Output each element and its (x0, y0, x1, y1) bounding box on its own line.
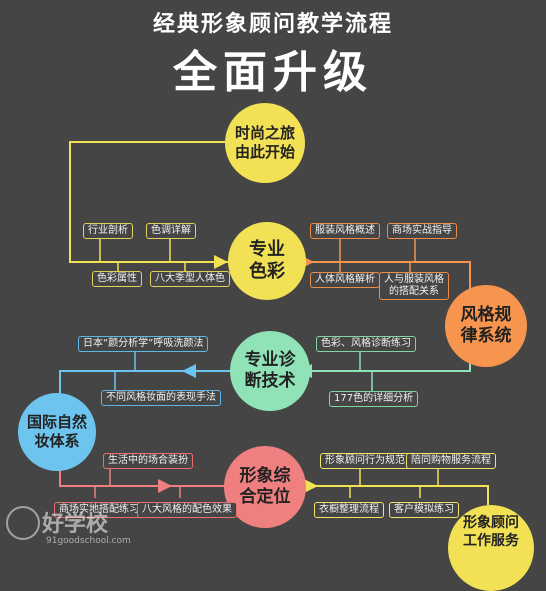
tag-color-diag: 色彩、风格诊断练习 (316, 336, 416, 352)
diagram: 经典形象顾问教学流程 全面升级 (6, 12, 534, 591)
tag-shopping: 陪同购物服务流程 (406, 453, 496, 469)
connector-start-to-color (69, 141, 225, 263)
watermark-logo-icon (6, 506, 40, 540)
watermark-text: 好学校 (42, 512, 109, 537)
node-image: 形象综 合定位 (224, 446, 306, 528)
tag-behavior: 形象顾问行为规范 (320, 453, 410, 469)
arrow-to-image (158, 479, 172, 493)
tag-industry: 行业剖析 (83, 223, 133, 239)
tag-face-makeup: 不同风格妆面的表现手法 (101, 390, 221, 406)
tag-japan: 日本“颜分析学”呼吸洗颜法 (78, 336, 209, 352)
connector-color-to-style (290, 261, 471, 290)
connector-image-to-service (300, 485, 489, 505)
connector-style-to-diagnosis (300, 350, 471, 372)
node-start: 时尚之旅 由此开始 (225, 103, 305, 183)
tag-mall-practice: 商场实战指导 (387, 223, 457, 239)
tag-detail-177: 177色的详细分析 (329, 391, 419, 407)
arrow-to-color (214, 255, 228, 269)
subtitle: 经典形象顾问教学流程 (152, 12, 393, 37)
tag-body-style: 人体风格解析 (310, 272, 380, 288)
tag-wardrobe: 衣橱整理流程 (314, 502, 384, 518)
tag-clothing-match: 人与服装风格 的搭配关系 (379, 272, 449, 300)
tag-life-outfit: 生活中的场合装扮 (103, 453, 193, 469)
arrow-to-makeup (182, 364, 196, 378)
arrow-to-service (304, 479, 318, 493)
node-style: 风格规 律系统 (445, 285, 527, 367)
tag-tone: 色调详解 (146, 223, 196, 239)
tag-clothing-style: 服装风格概述 (310, 223, 380, 239)
node-service: 形象顾问 工作服务 (448, 505, 534, 591)
connector-diagnosis-to-makeup (59, 370, 240, 395)
watermark-url: 91goodschool.com (46, 536, 131, 546)
tag-eight-color: 八大风格的配色效果 (137, 502, 237, 518)
tag-color-attr: 色彩属性 (92, 271, 142, 287)
node-color: 专业 色彩 (228, 222, 306, 300)
tag-simulation: 客户模拟练习 (389, 502, 459, 518)
tag-eight-season: 八大季型人体色 (150, 271, 230, 287)
node-diagnosis: 专业诊 断技术 (230, 331, 310, 411)
main-title: 全面升级 (173, 47, 373, 98)
node-makeup: 国际自然 妆体系 (18, 393, 96, 471)
